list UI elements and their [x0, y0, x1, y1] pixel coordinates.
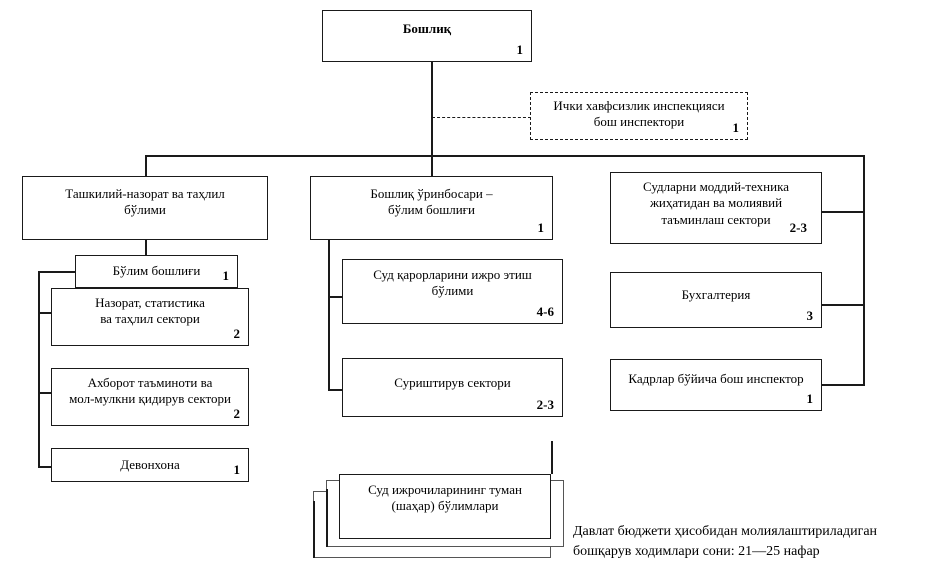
node-accounting-label: Бухгалтерия: [681, 287, 751, 302]
node-court-exec-dept-count: 4-6: [536, 303, 554, 319]
node-control-stat-sector-count: 2: [233, 325, 241, 341]
node-dept-head-count: 1: [222, 267, 230, 283]
node-hr-inspector-count: 1: [806, 390, 814, 406]
connector-stack-bus-1: [326, 489, 328, 547]
node-info-search-sector[interactable]: Ахборот таъминоти ва мол-мулкни қидирув …: [51, 368, 249, 426]
node-control-stat-sector-label: Назорат, статистика ва таҳлил сектори: [95, 295, 205, 327]
node-hr-inspector[interactable]: Кадрлар бўйича бош инспектор 1: [610, 359, 822, 411]
node-accounting-count: 3: [806, 307, 814, 323]
node-chancellery-count: 1: [233, 461, 241, 477]
node-internal-security-count: 1: [732, 119, 740, 135]
connector-left-stub-1: [38, 312, 51, 314]
node-court-exec-dept[interactable]: Суд қарорларини ижро этиш бўлими 4-6: [342, 259, 563, 324]
node-deputy-head-count: 1: [537, 219, 545, 235]
connector-right-stub-2: [822, 304, 865, 306]
connector-left-bus: [38, 271, 40, 467]
node-deputy-head-label: Бошлиқ ўринбосари – бўлим бошлиғи: [370, 186, 493, 218]
connector-district-drop: [551, 441, 553, 474]
connector-stack-bus-2: [313, 501, 315, 558]
connector-right-bus: [863, 155, 865, 385]
connector-middle-stub-1: [328, 296, 342, 298]
node-head-label: Бошлиқ: [402, 21, 452, 36]
connector-left-stub-3: [38, 466, 51, 468]
node-accounting[interactable]: Бухгалтерия 3: [610, 272, 822, 328]
node-info-search-sector-count: 2: [233, 405, 241, 421]
node-chancellery-label: Девонхона: [120, 456, 180, 472]
node-internal-security[interactable]: Ички хавфсизлик инспекцияси бош инспекто…: [530, 92, 748, 140]
node-dept-head-label: Бўлим бошлиғи: [112, 263, 201, 279]
node-court-exec-dept-label: Суд қарорларини ижро этиш бўлими: [373, 267, 532, 299]
node-hr-inspector-label: Кадрлар бўйича бош инспектор: [628, 371, 804, 386]
connector-right-stub-1: [822, 211, 865, 213]
node-inquiry-sector-count: 2-3: [536, 396, 554, 412]
connector-middle-bus: [328, 240, 330, 389]
connector-left-stub-2: [38, 392, 51, 394]
connector-left-dept-drop: [145, 240, 147, 255]
node-material-tech-sector[interactable]: Судларни моддий-техника жиҳатидан ва мол…: [610, 172, 822, 244]
node-org-control-dept-label: Ташкилий-назорат ва таҳлил бўлими: [65, 186, 225, 218]
footnote: Давлат бюджети ҳисобидан молиялаштирилад…: [573, 524, 878, 560]
connector-main-bus: [145, 155, 864, 157]
node-chancellery[interactable]: Девонхона 1: [51, 448, 249, 482]
node-inquiry-sector-label: Суриштирув сектори: [394, 375, 511, 390]
node-control-stat-sector[interactable]: Назорат, статистика ва таҳлил сектори 2: [51, 288, 249, 346]
connector-middle-stub-2: [328, 389, 342, 391]
node-district-branches[interactable]: Суд ижрочиларининг туман (шаҳар) бўлимла…: [339, 474, 551, 539]
connector-drop-left: [145, 155, 147, 176]
connector-dashed-internal-security: [432, 117, 531, 118]
node-deputy-head[interactable]: Бошлиқ ўринбосари – бўлим бошлиғи 1: [310, 176, 553, 240]
node-head[interactable]: Бошлиқ 1: [322, 10, 532, 62]
node-inquiry-sector[interactable]: Суриштирув сектори 2-3: [342, 358, 563, 417]
connector-head-trunk: [431, 62, 433, 155]
node-dept-head[interactable]: Бўлим бошлиғи 1: [75, 255, 238, 288]
node-org-control-dept[interactable]: Ташкилий-назорат ва таҳлил бўлими: [22, 176, 268, 240]
node-internal-security-label: Ички хавфсизлик инспекцияси бош инспекто…: [553, 98, 725, 130]
node-district-branches-label: Суд ижрочиларининг туман (шаҳар) бўлимла…: [368, 482, 522, 514]
connector-drop-middle: [431, 155, 433, 176]
node-material-tech-sector-label: Судларни моддий-техника жиҳатидан ва мол…: [643, 179, 789, 227]
node-info-search-sector-label: Ахборот таъминоти ва мол-мулкни қидирув …: [69, 375, 231, 407]
connector-right-stub-3: [822, 384, 865, 386]
node-head-count: 1: [516, 41, 524, 57]
connector-left-bus-top: [38, 271, 75, 273]
node-material-tech-sector-count: 2-3: [789, 219, 807, 235]
